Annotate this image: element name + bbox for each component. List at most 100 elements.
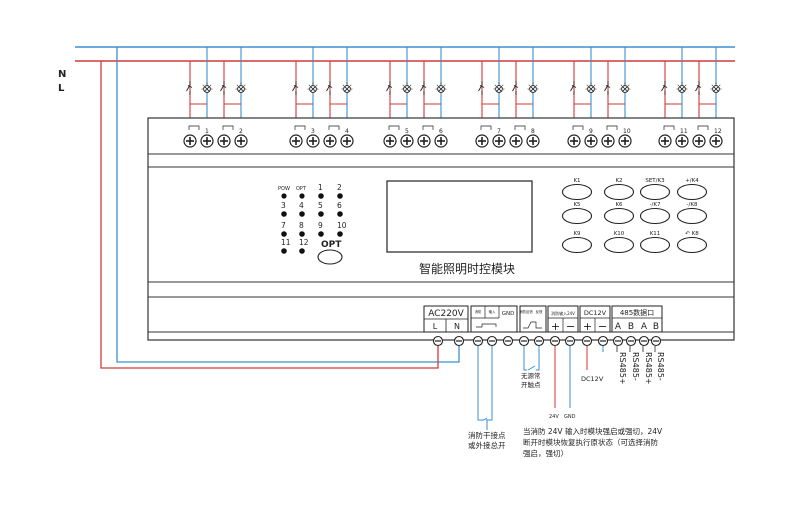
opt-button[interactable]: [317, 249, 343, 265]
relay-channel-number: 6: [439, 128, 443, 135]
fire-24v-plus: +: [551, 320, 560, 333]
fire-note-line1: 当消防 24V 输入时模块强启或强切，24V: [523, 426, 663, 436]
channel-led: [318, 211, 324, 217]
relay-screw-terminal: [200, 134, 214, 148]
relay-screw-terminal: [400, 134, 414, 148]
dc12v-annotation: DC12V: [581, 375, 604, 383]
key-label: K9: [573, 231, 581, 237]
switch-icon: [326, 80, 333, 96]
key-label: K11: [650, 231, 661, 237]
dc12v-minus: −: [598, 320, 607, 333]
relay-screw-terminal: [217, 134, 231, 148]
relay-screw-terminal: [658, 134, 672, 148]
relay-channel-number: 3: [311, 128, 315, 135]
v24-label: 24V: [549, 414, 559, 420]
relay-screw-terminal: [234, 134, 248, 148]
key-button[interactable]: [561, 236, 593, 254]
channel-led: [318, 193, 324, 199]
key-button[interactable]: [561, 207, 593, 225]
bottom-screw-terminal: [533, 335, 545, 347]
relay-screw-terminal: [183, 134, 197, 148]
channel-led-label: 8: [299, 221, 304, 230]
key-button[interactable]: [603, 236, 635, 254]
relay-screw-terminal: [675, 134, 689, 148]
lamp-icon: [676, 82, 688, 93]
feed-wires: [100, 47, 460, 369]
lamp-icon: [493, 82, 505, 93]
fire-gnd-label: GND: [502, 311, 515, 317]
channel-led: [299, 231, 305, 237]
switch-icon: [695, 80, 702, 96]
rs485-annotation-label: RS485+: [644, 352, 653, 385]
relay-channel-number: 12: [714, 128, 722, 135]
relay-screw-terminal: [434, 134, 448, 148]
channel-led-label: 1: [318, 183, 323, 192]
fire-col2-label: 输入: [489, 309, 496, 314]
relay-screw-terminal: [567, 134, 581, 148]
relay-screw-terminal: [417, 134, 431, 148]
channel-led: [281, 231, 287, 237]
relay-channel-number: 4: [345, 128, 349, 135]
rs485-letter: B: [653, 322, 659, 332]
bottom-screw-terminal: [597, 335, 609, 347]
channel-led-label: 9: [318, 221, 323, 230]
ac-n-label: N: [454, 322, 460, 331]
gnd-label: GND: [564, 414, 576, 420]
key-button[interactable]: [639, 207, 671, 225]
annotations: 无源常 开触点 24V GND DC12V RS485+RS485-RS485+…: [468, 346, 665, 458]
key-button[interactable]: [676, 207, 708, 225]
opt-button-label: OPT: [321, 240, 342, 250]
lamp-icon: [401, 82, 413, 93]
switch-icon: [604, 80, 611, 96]
channel-led: [337, 193, 343, 199]
relay-channel-number: 9: [589, 128, 593, 135]
module-title: 智能照明时控模块: [419, 261, 515, 276]
rs485-title: 485数据口: [620, 308, 654, 317]
lamp-icon: [619, 82, 631, 93]
bottom-terminal-blocks: AC220V L N 消防 输入 GND 消防反馈 反馈 消防输入24V + −…: [423, 305, 663, 333]
key-button[interactable]: [639, 183, 671, 201]
rs485-annotation-label: RS485+: [618, 352, 627, 385]
channel-led: [337, 231, 343, 237]
lamp-icon: [710, 82, 722, 93]
opt-label: OPT: [296, 186, 307, 192]
fire-24v-title: 消防输入24V: [551, 310, 575, 316]
key-label: -/K8: [687, 202, 698, 208]
relay-screw-terminal: [526, 134, 540, 148]
relay-screw-terminal: [492, 134, 506, 148]
switch-icon: [661, 80, 668, 96]
bottom-screw-terminal: [549, 335, 561, 347]
lamp-icon: [201, 82, 213, 93]
key-label: K10: [614, 231, 625, 237]
relay-screw-terminal: [509, 134, 523, 148]
relay-channel-number: 8: [531, 128, 535, 135]
relay-screw-terminal: [692, 134, 706, 148]
feedback-col1-label: 消防反馈: [519, 309, 533, 314]
bottom-screw-terminal: [453, 335, 465, 347]
relay-screw-terminal: [383, 134, 397, 148]
rs485-annotations: RS485+RS485-RS485+RS485-: [616, 346, 665, 385]
key-button[interactable]: [676, 183, 708, 201]
module-body: [147, 117, 735, 341]
key-button[interactable]: [639, 236, 671, 254]
ac-l-label: L: [433, 322, 438, 331]
key-button[interactable]: [603, 207, 635, 225]
key-button[interactable]: [676, 236, 708, 254]
key-button[interactable]: [561, 183, 593, 201]
lamp-icon: [341, 82, 353, 93]
lcd-screen: [386, 180, 533, 253]
key-button[interactable]: [603, 183, 635, 201]
relay-screw-terminal: [618, 134, 632, 148]
bottom-screw-terminal: [612, 335, 624, 347]
bottom-screw-terminal: [625, 335, 637, 347]
bottom-screw-terminal: [638, 335, 650, 347]
channel-led: [281, 248, 287, 254]
key-label: K1: [573, 178, 580, 184]
rs485-letter: A: [615, 322, 622, 332]
switch-icon: [186, 80, 193, 96]
key-label: K6: [615, 202, 623, 208]
channel-led-label: 12: [299, 238, 309, 247]
